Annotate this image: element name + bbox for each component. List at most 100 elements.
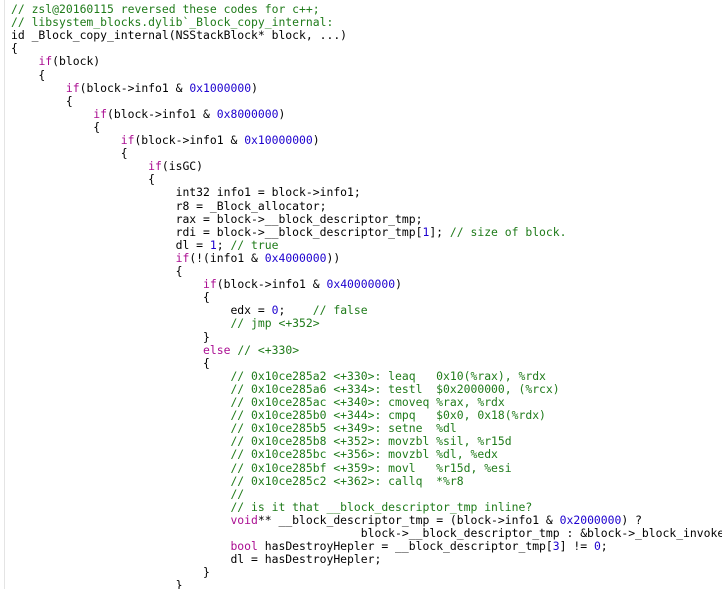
code-token: { [11,355,210,370]
code-token: dl = [11,237,210,252]
code-token [11,434,230,448]
code-line: { [11,42,18,55]
code-token: 0x4000000 [264,250,327,265]
code-token: if [148,159,162,174]
code-token: void [230,512,258,527]
code-token: 3 [552,539,560,554]
code-line: if(block->info1 & 0x1000000) [11,80,258,95]
code-token: { [11,41,18,56]
code-token: (block->info1 & [107,106,217,121]
code-token: 0 [271,303,279,318]
code-token [11,277,203,291]
code-token: id _Block_copy_internal(NSStackBlock* bl… [11,28,348,43]
code-token: int32 info1 = block->info1; [11,185,361,200]
code-token: dl = hasDestroyHepler; [11,552,382,567]
code-token: if [120,133,135,147]
code-token: // 0x10ce285b8 <+352>: movzbl %sil, %r15… [230,434,512,449]
code-line: // 0x10ce285a6 <+334>: testl $0x2000000,… [11,382,559,396]
code-line: if(block->info1 & 0x40000000) [11,278,402,291]
code-line: edx = 0; // false [11,303,367,318]
code-token: r8 = _Block_allocator; [11,198,327,213]
code-line: // zsl@20160115 reversed these codes for… [11,3,320,16]
code-token [11,251,176,265]
code-token: edx = [11,303,272,318]
code-token: if [93,106,108,121]
code-token: // libsystem_blocks.dylib`_Block_copy_in… [11,15,334,30]
code-token [11,316,230,330]
code-token: ; [216,237,231,252]
code-line: // 0x10ce285b5 <+349>: setne %dl [11,422,456,435]
code-token: // 0x10ce285bf <+359>: movl %r15d, %esi [230,460,512,475]
code-token [11,369,230,383]
code-token [11,81,66,95]
code-token: (block->info1 & [216,277,327,292]
code-token: // 0x10ce285a2 <+330>: leaq 0x10(%rax), … [230,368,546,383]
code-token: // 0x10ce285ac <+340>: cmoveq %rax, %rdx [230,395,505,409]
code-line: id _Block_copy_internal(NSStackBlock* bl… [11,29,347,42]
code-token: ; [600,539,608,554]
code-token: rax = block->__block_descriptor_tmp; [11,211,423,226]
code-token [11,500,230,514]
code-line: // 0x10ce285b0 <+344>: cmpq $0x0, 0x18(%… [11,408,546,423]
code-line: // 0x10ce285bf <+359>: movl %r15d, %esi [11,460,512,475]
code-token: { [11,93,73,108]
code-line: } [11,330,210,344]
code-token: 0x2000000 [559,512,622,527]
code-token: // true [230,237,279,252]
code-token: ) [395,277,402,292]
code-token [11,461,230,475]
code-line: { [11,265,183,278]
code-token: rdi = block->__block_descriptor_tmp[ [11,224,423,239]
code-token: )) [326,250,341,265]
code-line: // jmp <+352> [11,316,319,330]
code-line: dl = 1; // true [11,237,279,252]
code-token: (block->info1 & [134,133,245,147]
code-token: 0x8000000 [216,106,279,121]
code-line: r8 = _Block_allocator; [11,198,327,213]
code-line: } [11,578,183,589]
code-token: // 0x10ce285c2 <+362>: callq *%r8 [230,473,464,488]
code-line: // 0x10ce285c2 <+362>: callq *%r8 [11,473,464,488]
code-token: (isGC) [161,159,204,174]
code-token: ]; [429,224,450,239]
code-token [11,395,230,409]
code-token [11,408,230,422]
code-token: 1 [209,237,217,252]
code-token [11,133,121,147]
code-token: bool [230,539,258,554]
code-token: } [11,578,183,589]
code-token [11,54,38,68]
code-line: rdi = block->__block_descriptor_tmp[1]; … [11,224,567,239]
code-token: (!(info1 & [189,250,265,265]
code-line: // 0x10ce285bc <+356>: movzbl %dl, %edx [11,447,498,462]
code-token: // [230,486,245,501]
code-token: (block) [52,54,101,69]
code-line: // 0x10ce285a2 <+330>: leaq 0x10(%rax), … [11,368,546,383]
code-token: ) ? [621,512,642,527]
code-token: (block->info1 & [79,80,190,95]
code-line: block->__block_descriptor_tmp : &block->… [11,527,722,540]
code-token: // 0x10ce285b0 <+344>: cmpq $0x0, 0x18(%… [230,408,546,423]
code-token [11,474,230,488]
code-token: if [175,250,190,265]
indent-guide [4,0,5,589]
code-token: ) [312,133,320,147]
code-line: { [11,173,155,186]
code-token [11,539,230,553]
code-token: if [38,54,53,69]
code-token [11,159,148,173]
code-token: ) [251,80,258,95]
code-line: else // <+330> [11,342,299,357]
code-line: dl = hasDestroyHepler; [11,553,381,566]
code-line: rax = block->__block_descriptor_tmp; [11,211,423,226]
code-line: int32 info1 = block->info1; [11,186,361,199]
code-token: // is it that __block_descriptor_tmp inl… [230,499,533,514]
code-token [11,513,230,527]
code-token [11,107,93,121]
code-token: else [203,342,231,357]
code-line: } [11,566,210,579]
code-token: ] != [559,539,594,554]
code-token: // 0x10ce285bc <+356>: movzbl %dl, %edx [230,447,498,462]
code-line: // [11,486,245,501]
